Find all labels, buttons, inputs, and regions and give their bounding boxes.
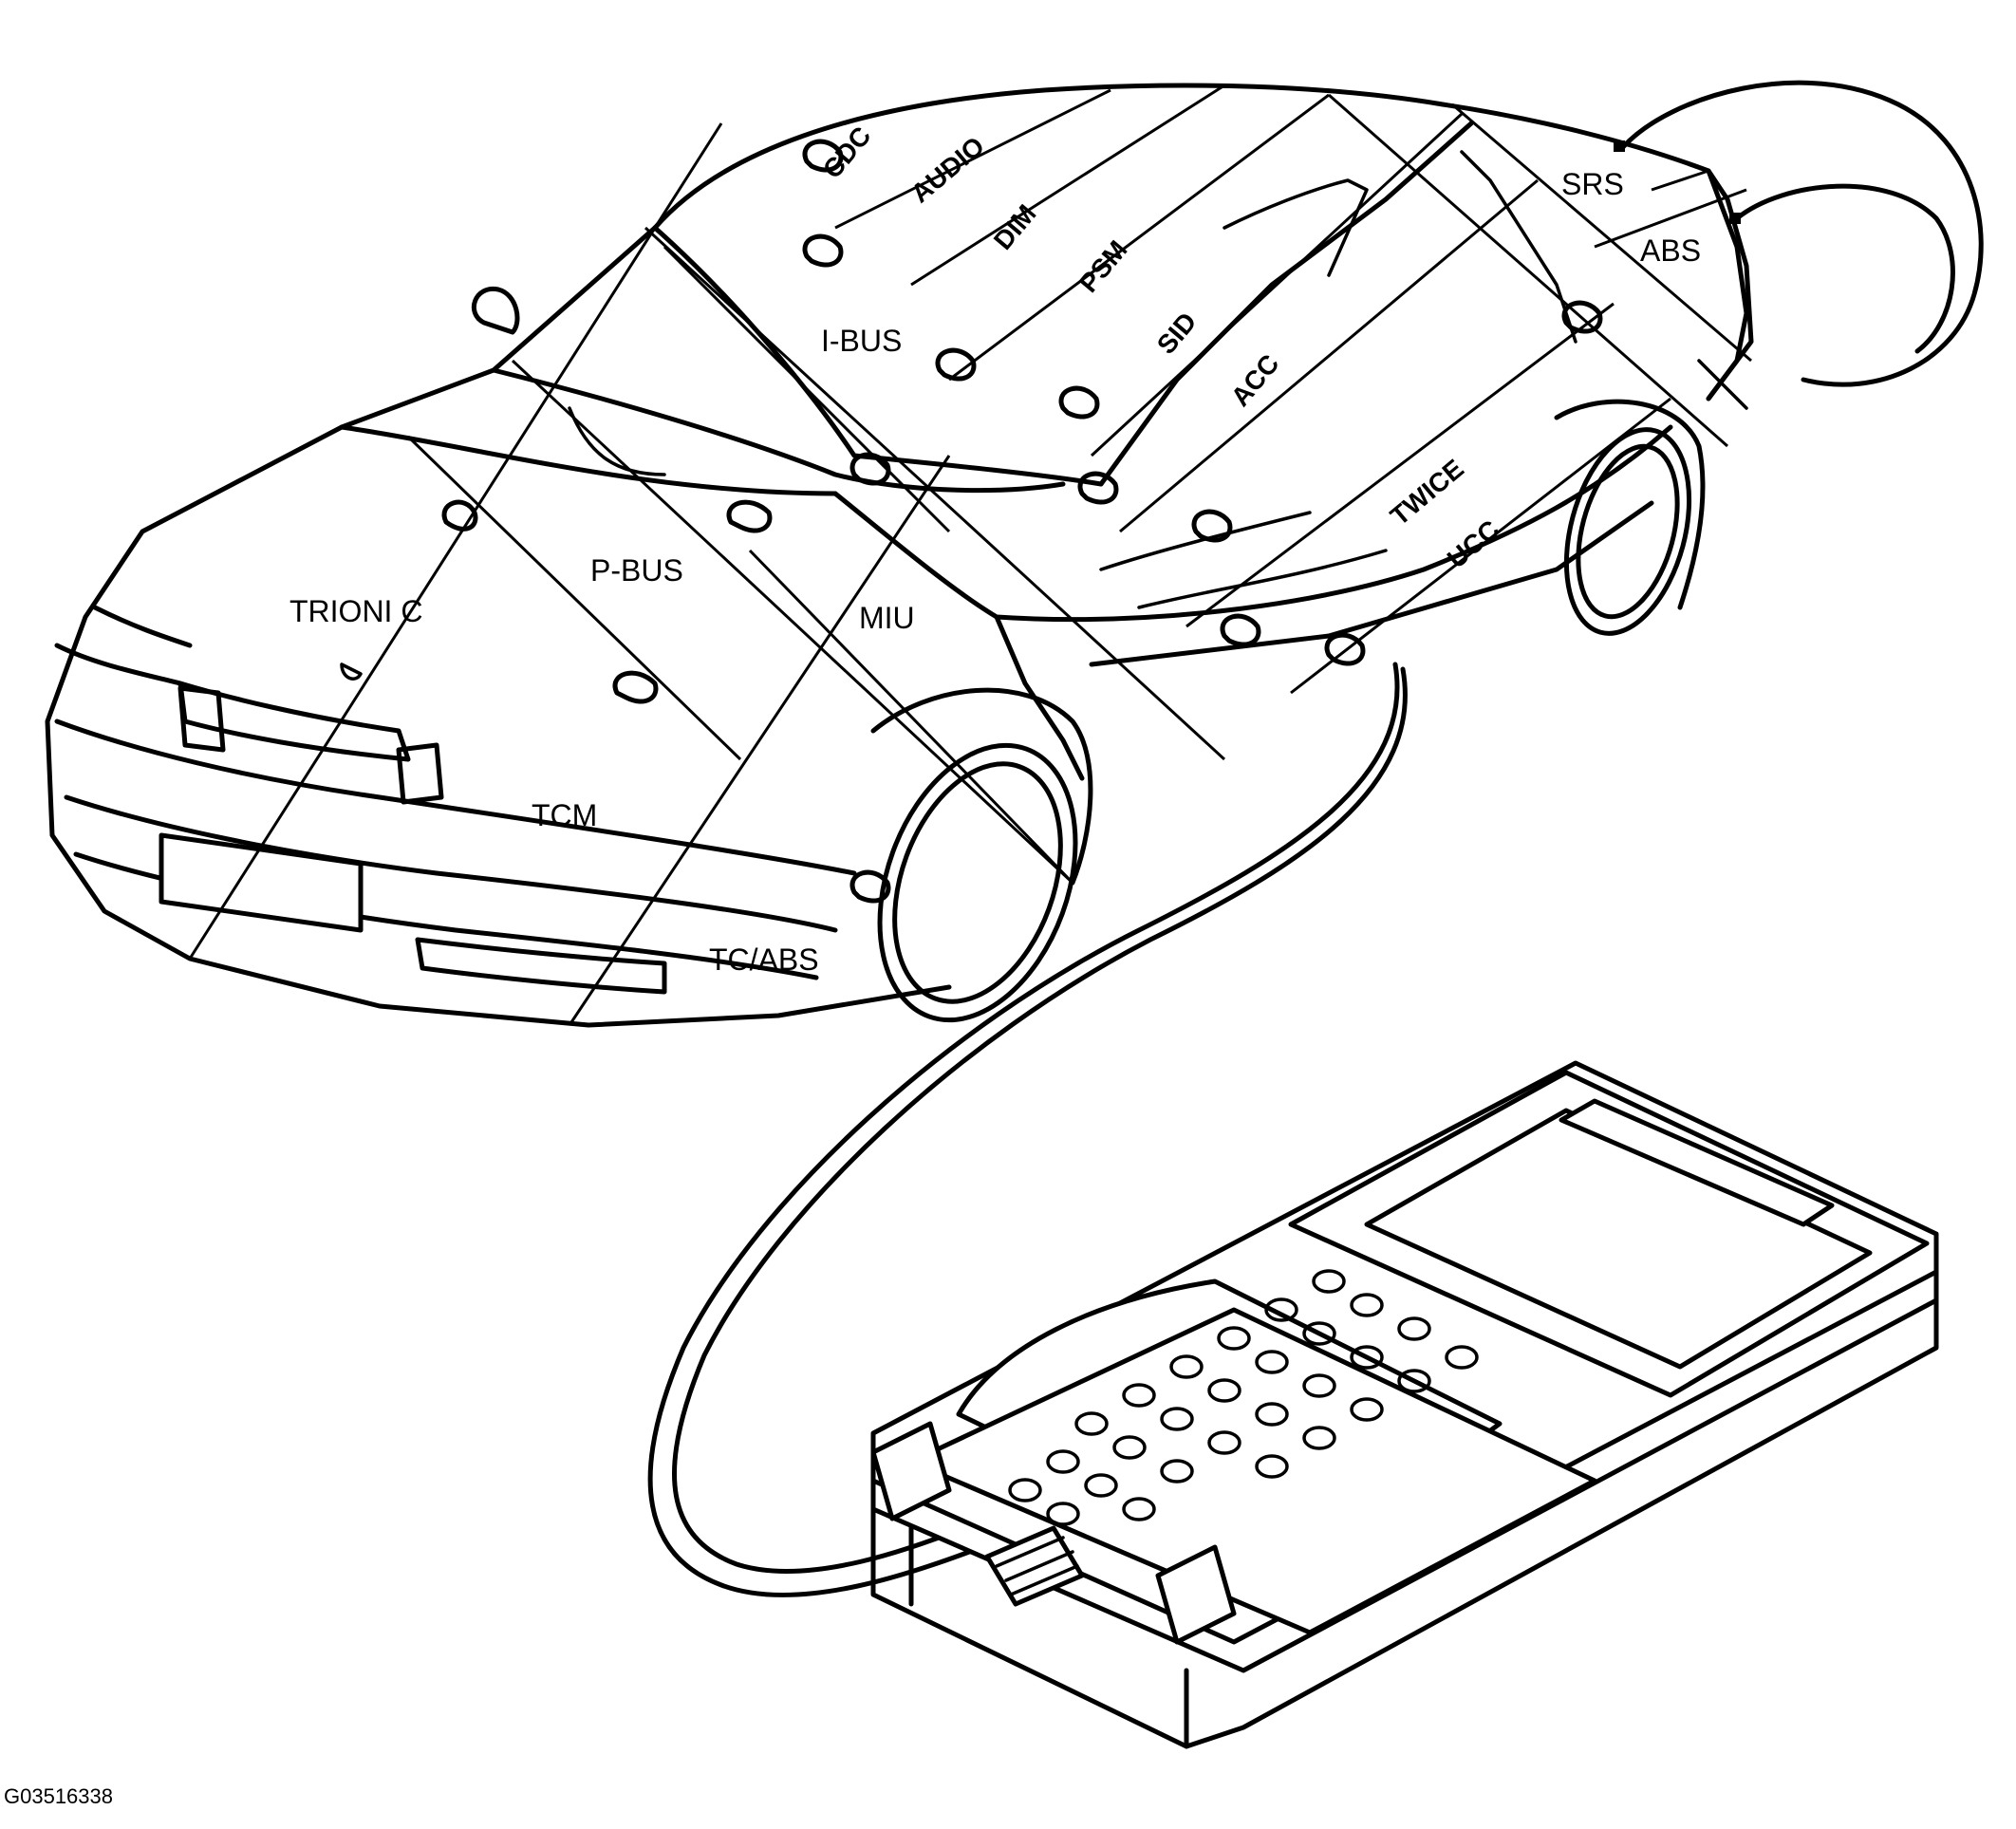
label-tc-abs: TC/ABS: [709, 942, 819, 977]
label-ucc: UCC: [1442, 514, 1504, 574]
label-p-bus: P-BUS: [590, 553, 683, 588]
label-miu: MIU: [859, 601, 915, 635]
diagnostic-cable: [647, 80, 1984, 1597]
puzzle-tabs: [441, 139, 1603, 904]
keypad-keys: [1008, 1269, 1479, 1526]
label-i-bus: I-BUS: [821, 324, 902, 358]
module-divider-lines: [188, 84, 1752, 1026]
car-outline: [45, 83, 1754, 1028]
label-trionic: TRIONI C: [289, 594, 422, 628]
label-srs: SRS: [1561, 167, 1624, 201]
figure-id: G03516338: [4, 1784, 113, 1808]
label-psm: PSM: [1073, 234, 1133, 297]
label-sid: SID: [1151, 307, 1203, 360]
label-audio: AUDIO: [905, 131, 990, 209]
diagnostic-scan-tool: [870, 1060, 1939, 1749]
label-tcm: TCM: [532, 798, 597, 832]
label-abs: ABS: [1640, 233, 1701, 268]
label-two: TWICE: [1385, 454, 1469, 532]
